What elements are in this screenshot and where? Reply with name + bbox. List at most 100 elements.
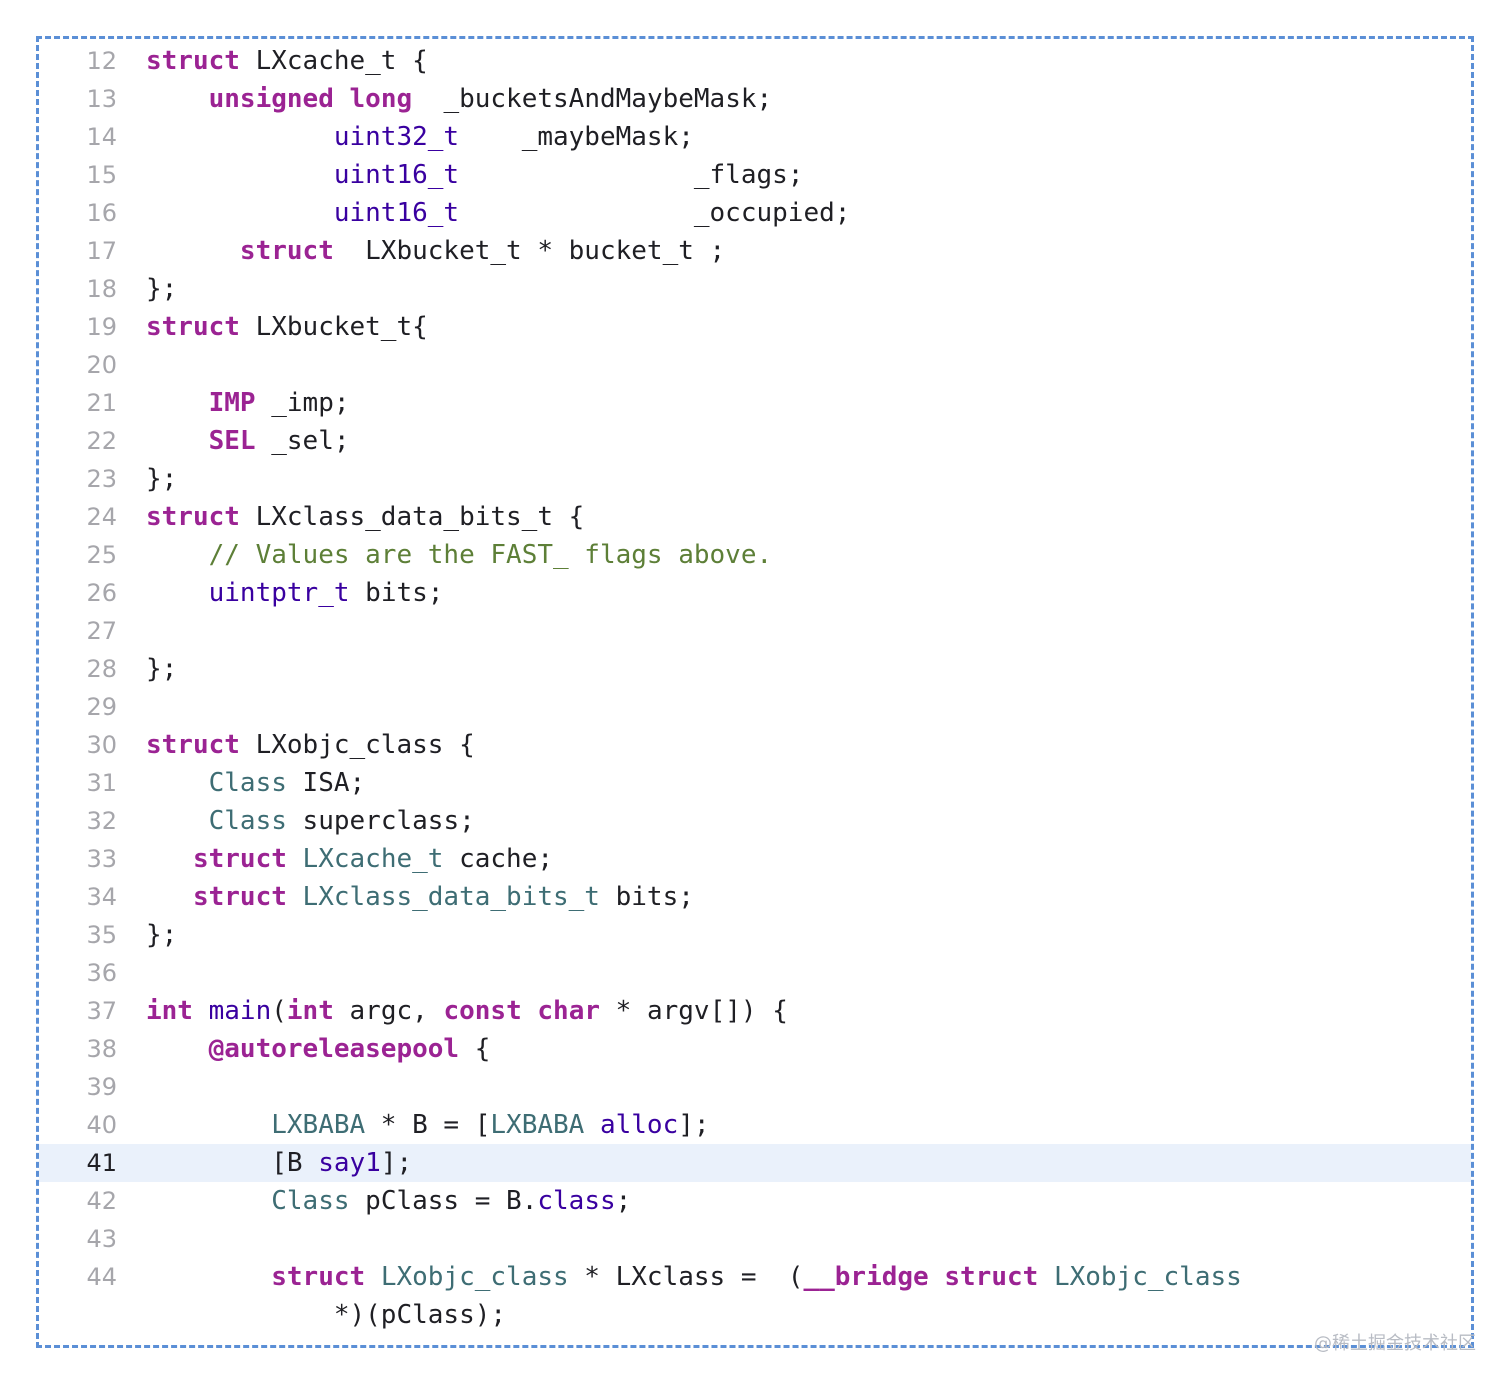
- line-number: 24: [86, 503, 117, 531]
- code-token: {: [459, 1034, 491, 1064]
- line-number: 37: [86, 997, 117, 1025]
- code-line[interactable]: 29: [39, 688, 1471, 726]
- code-token: [146, 1034, 209, 1064]
- code-line[interactable]: 40 LXBABA * B = [LXBABA alloc];: [39, 1106, 1471, 1144]
- code-line[interactable]: 15 uint16_t _flags;: [39, 156, 1471, 194]
- line-number: 19: [86, 313, 117, 341]
- code-token: struct: [192, 882, 287, 912]
- code-token: Class: [208, 806, 287, 836]
- code-line[interactable]: 39: [39, 1068, 1471, 1106]
- code-line[interactable]: 43: [39, 1220, 1471, 1258]
- code-token: Class: [208, 768, 287, 798]
- code-line[interactable]: 16 uint16_t _occupied;: [39, 194, 1471, 232]
- code-line[interactable]: 19 struct LXbucket_t{: [39, 308, 1471, 346]
- line-number: 17: [86, 237, 117, 265]
- code-token: cache;: [443, 844, 554, 874]
- code-token: bits;: [349, 578, 444, 608]
- code-token: *)(pClass);: [146, 1300, 507, 1330]
- code-token: LXclass_data_bits_t: [302, 882, 600, 912]
- code-token: struct: [192, 844, 287, 874]
- code-line[interactable]: 33 struct LXcache_t cache;: [39, 840, 1471, 878]
- code-token: struct: [271, 1262, 366, 1292]
- code-line[interactable]: 34 struct LXclass_data_bits_t bits;: [39, 878, 1471, 916]
- line-number: 39: [86, 1073, 117, 1101]
- line-number: 15: [86, 161, 117, 189]
- code-line[interactable]: 44 struct LXobjc_class * LXclass = (__br…: [39, 1258, 1471, 1296]
- line-text: struct LXobjc_class {: [146, 726, 475, 764]
- code-token: const: [443, 996, 522, 1026]
- code-token: struct: [239, 236, 334, 266]
- code-token: LXBABA: [271, 1110, 366, 1140]
- line-text: *)(pClass);: [146, 1296, 506, 1334]
- code-line[interactable]: 28};: [39, 650, 1471, 688]
- code-line[interactable]: 14 uint32_t _maybeMask;: [39, 118, 1471, 156]
- line-text: int main(int argc, const char * argv[]) …: [146, 992, 788, 1030]
- line-number: 12: [86, 47, 117, 75]
- line-number: 31: [86, 769, 117, 797]
- code-token: _occupied;: [459, 198, 851, 228]
- code-line[interactable]: 37 int main(int argc, const char * argv[]…: [39, 992, 1471, 1030]
- line-number: 32: [86, 807, 117, 835]
- code-token: ISA;: [286, 768, 366, 798]
- code-token: * B = [: [365, 1110, 491, 1140]
- code-line[interactable]: 32 Class superclass;: [39, 802, 1471, 840]
- code-line[interactable]: 27: [39, 612, 1471, 650]
- line-text: struct LXclass_data_bits_t bits;: [146, 878, 694, 916]
- code-token: (: [271, 996, 287, 1026]
- line-number: 25: [86, 541, 117, 569]
- code-line[interactable]: 26 uintptr_t bits;: [39, 574, 1471, 612]
- code-token: @autoreleasepool: [208, 1034, 460, 1064]
- code-token: [929, 1262, 945, 1292]
- code-token: argc,: [333, 996, 444, 1026]
- code-token: [146, 160, 334, 190]
- code-line[interactable]: 38 @autoreleasepool {: [39, 1030, 1471, 1068]
- code-line[interactable]: 23};: [39, 460, 1471, 498]
- code-line[interactable]: *)(pClass);: [39, 1296, 1471, 1334]
- code-token: };: [146, 920, 178, 950]
- line-text: @autoreleasepool {: [146, 1030, 491, 1068]
- code-token: [1038, 1262, 1054, 1292]
- code-token: [365, 1262, 381, 1292]
- code-line[interactable]: 12 struct LXcache_t {: [39, 42, 1471, 80]
- code-token: [146, 426, 209, 456]
- code-token: LXobjc_class: [1053, 1262, 1242, 1292]
- line-number: 13: [86, 85, 117, 113]
- code-token: [146, 768, 209, 798]
- code-token: class: [537, 1186, 616, 1216]
- code-line[interactable]: 18};: [39, 270, 1471, 308]
- code-line[interactable]: 36: [39, 954, 1471, 992]
- code-line[interactable]: 17 struct LXbucket_t * bucket_t ;: [39, 232, 1471, 270]
- code-line[interactable]: 13 unsigned long _bucketsAndMaybeMask;: [39, 80, 1471, 118]
- line-number: 27: [86, 617, 117, 645]
- line-number: 26: [86, 579, 117, 607]
- line-text: // Values are the FAST_ flags above.: [146, 536, 773, 574]
- code-line[interactable]: 25 // Values are the FAST_ flags above.: [39, 536, 1471, 574]
- code-token: [522, 996, 538, 1026]
- line-text: Class pClass = B.class;: [146, 1182, 631, 1220]
- line-text: struct LXcache_t {: [146, 42, 428, 80]
- code-token: LXclass_data_bits_t {: [239, 502, 585, 532]
- code-line[interactable]: 20: [39, 346, 1471, 384]
- line-text: struct LXbucket_t{: [146, 308, 428, 346]
- line-number: 36: [86, 959, 117, 987]
- line-number: 38: [86, 1035, 117, 1063]
- code-token: main: [208, 996, 272, 1026]
- code-line[interactable]: 41 [B say1];: [39, 1144, 1471, 1182]
- line-text: struct LXcache_t cache;: [146, 840, 553, 878]
- code-token: bits;: [599, 882, 694, 912]
- line-text: uintptr_t bits;: [146, 574, 444, 612]
- code-line[interactable]: 31 Class ISA;: [39, 764, 1471, 802]
- code-line[interactable]: 35};: [39, 916, 1471, 954]
- code-line[interactable]: 22 SEL _sel;: [39, 422, 1471, 460]
- code-token: struct: [146, 730, 240, 760]
- code-line[interactable]: 21 IMP _imp;: [39, 384, 1471, 422]
- code-token: uintptr_t: [208, 578, 350, 608]
- code-token: [146, 122, 334, 152]
- code-token: long: [349, 84, 413, 114]
- code-token: LXcache_t {: [239, 46, 428, 76]
- code-line[interactable]: 42 Class pClass = B.class;: [39, 1182, 1471, 1220]
